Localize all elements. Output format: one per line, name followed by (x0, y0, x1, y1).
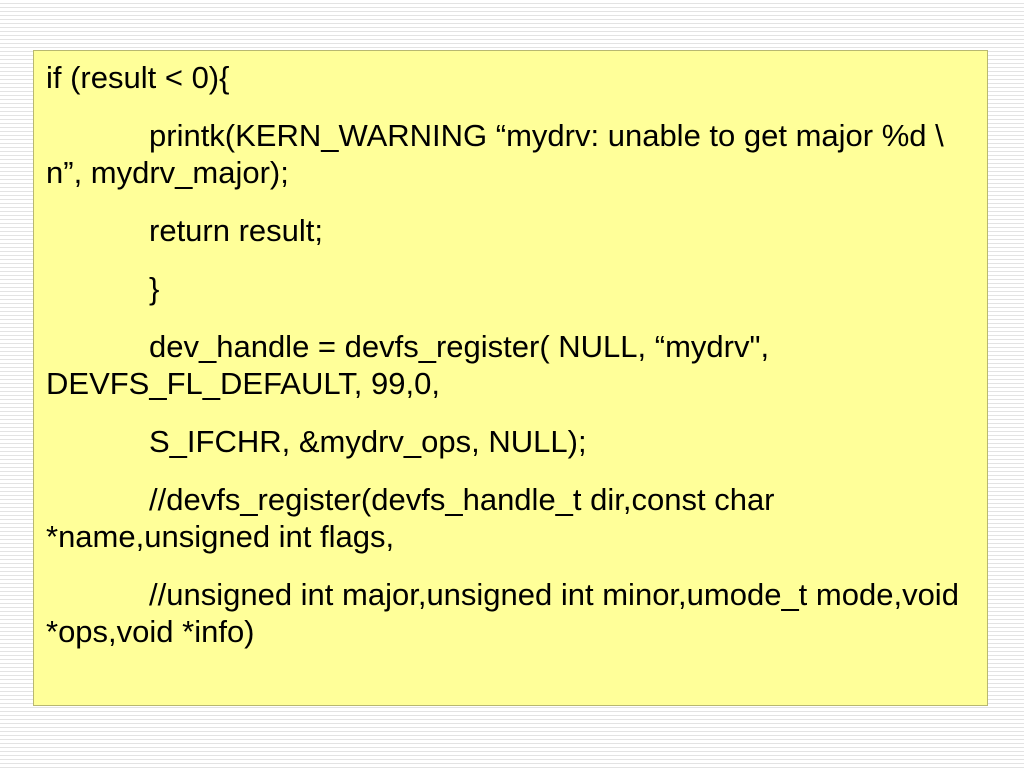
code-line: } (149, 271, 160, 306)
code-line: if (result < 0){ (46, 60, 230, 95)
code-line: //unsigned int major,unsigned int minor,… (46, 577, 959, 649)
code-line: printk(KERN_WARNING “mydrv: unable to ge… (46, 118, 944, 190)
code-text-box: if (result < 0){ printk(KERN_WARNING “my… (33, 50, 988, 706)
code-line: return result; (149, 213, 324, 248)
code-line: //devfs_register(devfs_handle_t dir,cons… (46, 482, 775, 554)
code-line: dev_handle = devfs_register( NULL, “mydr… (46, 329, 770, 401)
code-line: S_IFCHR, &mydrv_ops, NULL); (149, 424, 587, 459)
